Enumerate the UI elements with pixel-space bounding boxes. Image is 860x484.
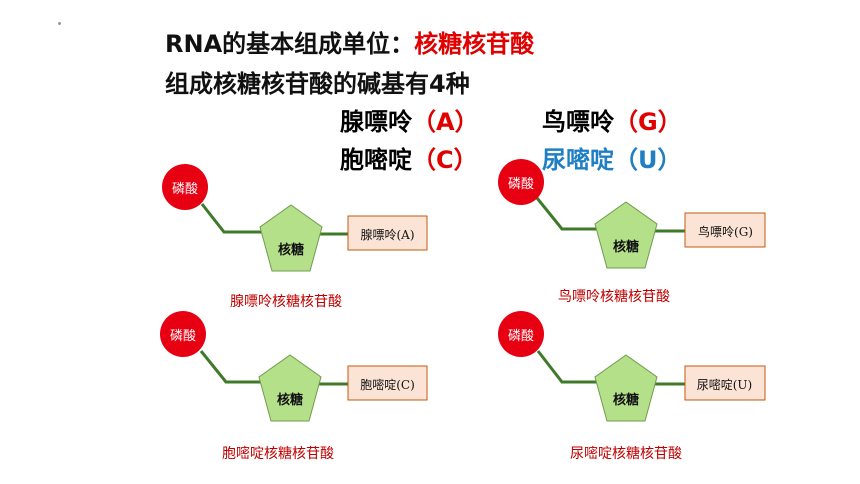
nucleotide-2 xyxy=(498,159,766,269)
sugar-pentagon-1 xyxy=(259,204,323,272)
sugar-pentagon-3 xyxy=(258,354,322,422)
phosphate-label-4: 磷酸 xyxy=(507,329,534,344)
base-uracil-name: 尿嘧啶 xyxy=(542,146,614,174)
phosphate-label-2: 磷酸 xyxy=(507,177,534,192)
main-heading: RNA的基本组成单位：核糖核苷酸 xyxy=(165,24,534,59)
phosphate-bond-4 xyxy=(536,350,606,384)
base-label-4: 尿嘧啶(U) xyxy=(696,378,753,392)
base-guanine: 鸟嘌呤（G） xyxy=(542,102,682,137)
base-adenine-name: 腺嘌呤 xyxy=(340,108,412,136)
sugar-label-3: 核糖 xyxy=(276,393,303,408)
caption-1: 腺嘌呤核糖核苷酸 xyxy=(230,294,342,310)
sugar-label-2: 核糖 xyxy=(612,240,639,255)
phosphate-label-3: 磷酸 xyxy=(169,329,196,344)
phosphate-circle-3 xyxy=(160,311,206,357)
caption-3: 胞嘧啶核糖核苷酸 xyxy=(222,446,334,462)
base-box-1 xyxy=(347,215,428,251)
base-box-4 xyxy=(684,365,766,401)
phosphate-label-1: 磷酸 xyxy=(171,182,198,197)
phosphate-bond-2 xyxy=(535,197,606,231)
phosphate-circle-2 xyxy=(498,159,544,205)
base-cytosine: 胞嘧啶（C） xyxy=(340,140,478,175)
base-uracil-letter: （U） xyxy=(614,146,682,174)
base-guanine-letter: （G） xyxy=(614,108,682,136)
sugar-pentagon-4 xyxy=(594,354,658,422)
caption-2: 鸟嘌呤核糖核苷酸 xyxy=(558,289,670,305)
base-cytosine-letter: （C） xyxy=(412,146,478,174)
nucleotide-4 xyxy=(498,311,766,422)
base-box-3 xyxy=(347,365,428,401)
base-adenine-letter: （A） xyxy=(412,108,479,136)
heading-highlight: 核糖核苷酸 xyxy=(414,30,535,58)
base-uracil: 尿嘧啶（U） xyxy=(542,140,682,175)
phosphate-circle-4 xyxy=(498,311,544,357)
phosphate-bond-1 xyxy=(200,203,270,234)
nucleotide-1 xyxy=(162,164,428,272)
base-label-1: 腺嘌呤(A) xyxy=(360,228,415,242)
phosphate-bond-3 xyxy=(199,350,270,384)
nucleotide-3 xyxy=(160,311,428,422)
heading-prefix: RNA的基本组成单位： xyxy=(165,30,415,58)
caption-4: 尿嘧啶核糖核苷酸 xyxy=(570,446,682,462)
phosphate-circle-1 xyxy=(162,164,208,210)
sugar-pentagon-2 xyxy=(594,201,658,269)
base-adenine: 腺嘌呤（A） xyxy=(340,102,479,137)
base-cytosine-name: 胞嘧啶 xyxy=(340,146,412,174)
base-box-2 xyxy=(684,212,766,248)
sub-heading: 组成核糖核苷酸的碱基有4种 xyxy=(165,70,470,98)
sugar-label-1: 核糖 xyxy=(277,243,304,258)
base-label-3: 胞嘧啶(C) xyxy=(360,378,415,392)
base-guanine-name: 鸟嘌呤 xyxy=(542,108,614,136)
sugar-label-4: 核糖 xyxy=(612,393,639,408)
slide-dot xyxy=(58,22,61,25)
base-label-2: 鸟嘌呤(G) xyxy=(698,225,753,239)
